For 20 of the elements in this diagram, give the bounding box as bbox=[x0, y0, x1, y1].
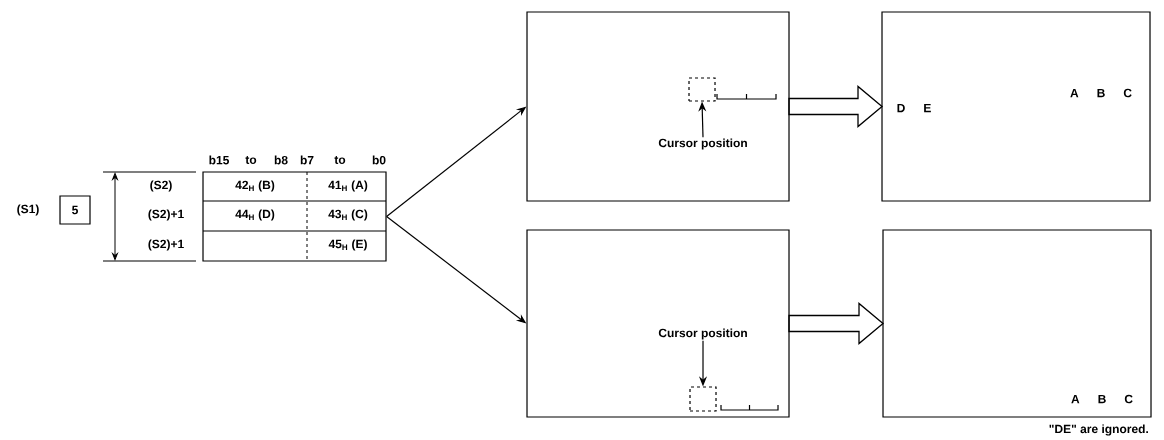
cell-value: 41$_{H}$ (A) bbox=[328, 180, 368, 192]
block-arrow bbox=[788, 85, 884, 128]
screen-frame bbox=[526, 229, 790, 418]
side-label: "DE" are ignored. bbox=[1049, 424, 1148, 436]
register-label: (S2)+1 bbox=[148, 209, 184, 221]
side-label: (S1) bbox=[17, 204, 39, 216]
register-label: (S2) bbox=[150, 180, 172, 192]
register-label: (S2)+1 bbox=[148, 239, 184, 251]
screen-text: A B C bbox=[1070, 88, 1132, 98]
cell-value: 43$_{H}$ (C) bbox=[328, 209, 368, 221]
screen-text: D E bbox=[897, 103, 931, 113]
value-box: 5 bbox=[59, 195, 91, 225]
cell-value: 45$_{H}$ (E) bbox=[328, 239, 367, 251]
cell-value: 44$_{H}$ (D) bbox=[235, 209, 275, 221]
screen-text: A B C bbox=[1071, 394, 1133, 404]
cell-value: 42$_{H}$ (B) bbox=[235, 180, 275, 192]
leader-text: Cursor position bbox=[658, 328, 747, 340]
leader-text: Cursor position bbox=[658, 138, 747, 150]
screen-frame bbox=[526, 11, 790, 202]
block-arrow bbox=[788, 302, 885, 345]
